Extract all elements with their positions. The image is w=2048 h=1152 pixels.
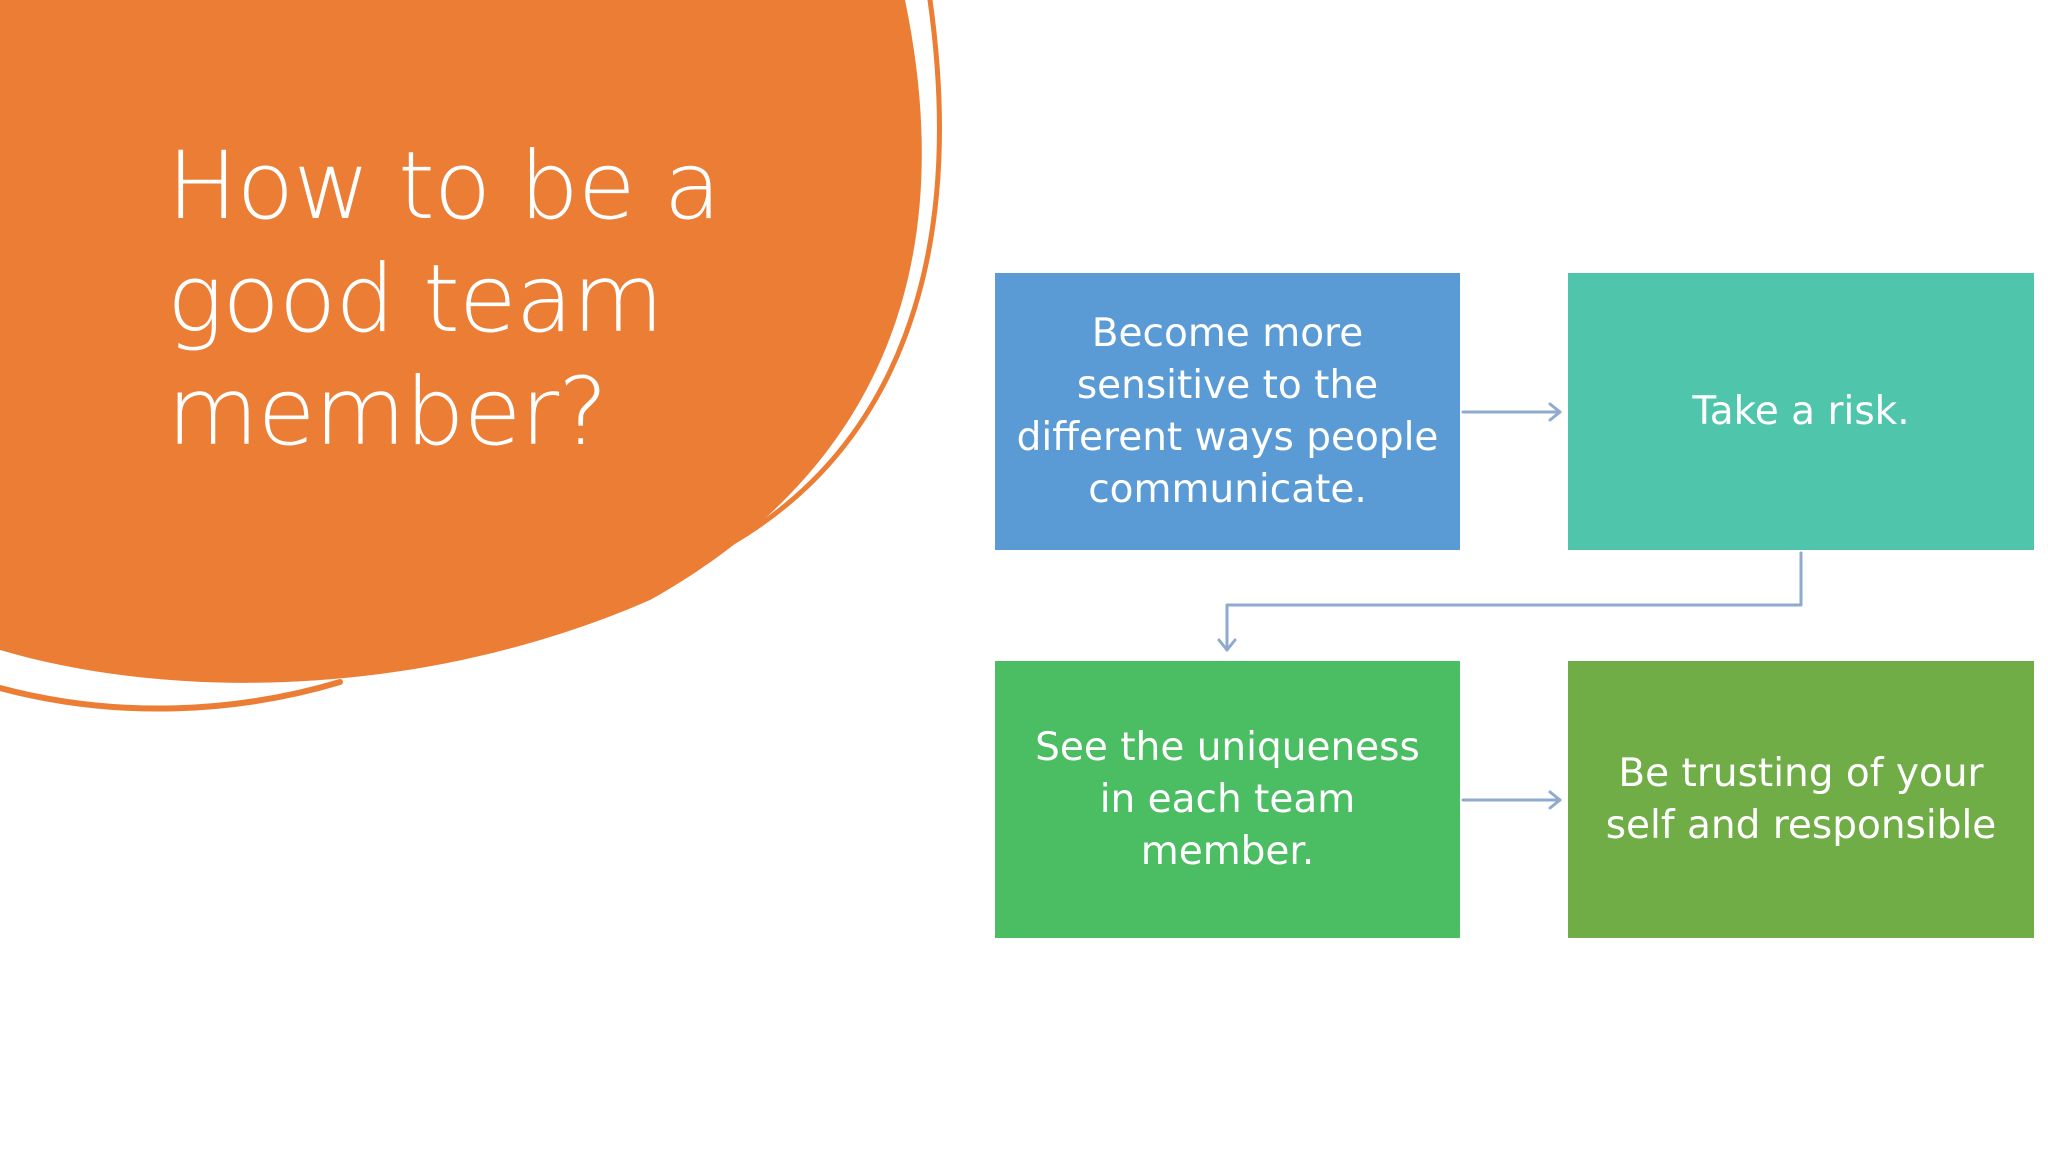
flow-step-trusting: Be trusting of your self and responsible <box>1568 661 2034 938</box>
flow-step-uniqueness: See the uniqueness in each team member. <box>995 661 1460 938</box>
flow-step-label: Take a risk. <box>1692 388 1910 434</box>
flow-step-label: See the uniqueness in each team member. <box>1035 724 1420 874</box>
flow-step-communicate: Become more sensitive to the different w… <box>995 273 1460 550</box>
slide-title: How to be a good team member? <box>167 132 721 467</box>
flow-step-label: Be trusting of your self and responsible <box>1605 750 1997 848</box>
accent-curve-bottom <box>0 679 343 712</box>
accent-curve-right <box>697 0 942 563</box>
flow-step-label: Become more sensitive to the different w… <box>1016 310 1439 512</box>
orange-blob <box>0 0 922 683</box>
flow-step-take-risk: Take a risk. <box>1568 273 2034 550</box>
